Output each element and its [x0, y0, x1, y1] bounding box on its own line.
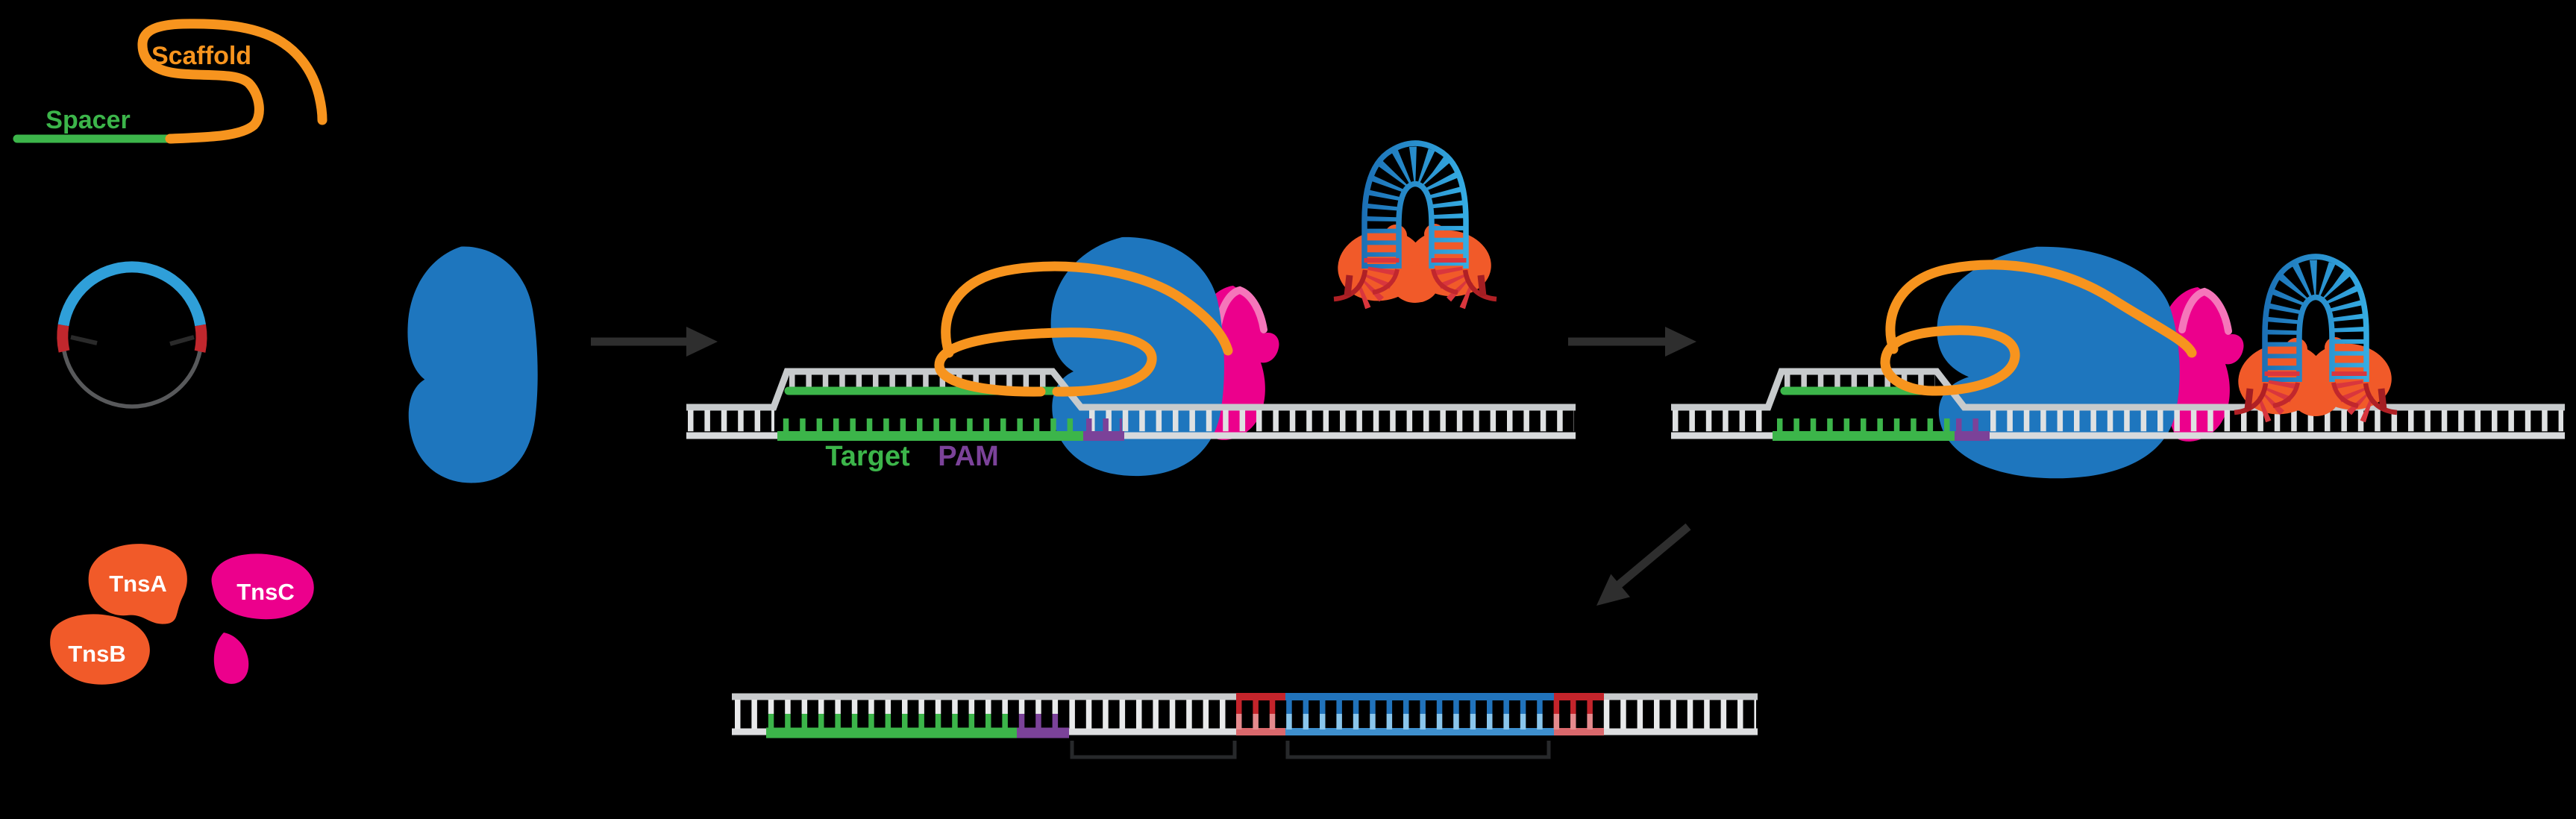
plasmid-left-leader-line	[70, 335, 98, 345]
pam-label: PAM	[938, 441, 999, 472]
cas-protein-free	[407, 246, 538, 483]
integration-product-dna	[732, 693, 1758, 759]
plasmid-right-end	[194, 324, 207, 353]
displaced-strand-bulge	[686, 368, 1576, 411]
plasmid-right-leader-line	[169, 335, 195, 346]
product-pam-segment	[1017, 700, 1069, 738]
tnsc-blob	[211, 553, 314, 620]
target-dna-right	[1671, 368, 2565, 441]
dna-rungs-middle	[688, 373, 1574, 432]
target-site-middle	[777, 418, 1083, 441]
product-cargo-segment	[1285, 693, 1554, 735]
target-bound-complex: Target PAM	[686, 236, 1576, 477]
cas-protein-right	[1937, 246, 2180, 479]
product-target-segment	[766, 700, 1017, 738]
integration-complex	[1671, 247, 2565, 479]
arrow-step-3	[1596, 523, 1691, 606]
donor-plasmid	[57, 261, 207, 409]
sgrna-scaffold-right	[1880, 260, 2197, 396]
dna-rungs-right	[1673, 373, 2563, 432]
product-left-end-segment	[1236, 693, 1285, 735]
displaced-strand-bulge-right	[1671, 368, 2565, 411]
product-right-end-segment	[1553, 693, 1604, 735]
tnsc-label: TnsC	[236, 579, 295, 605]
tns-proteins: TnsA TnsB TnsC	[50, 544, 314, 685]
tnsa-blob	[88, 544, 187, 624]
arrow-step-2	[1568, 327, 1696, 357]
scaffold-label: Scaffold	[151, 42, 251, 70]
plasmid-left-end	[57, 324, 70, 353]
target-site-right	[1773, 418, 1955, 441]
tnsc-small-blob	[213, 633, 249, 684]
tnsa-label: TnsA	[109, 571, 167, 597]
pam-site-middle	[1083, 418, 1124, 441]
tnsb-blob	[50, 614, 150, 685]
plasmid-cargo-arc	[57, 261, 207, 327]
transposase-donor-docked	[2233, 257, 2397, 421]
tnsb-label: TnsB	[68, 641, 126, 667]
transposase-donor-free	[1332, 143, 1497, 307]
arrow-step-1	[591, 327, 718, 357]
distance-bracket	[1070, 741, 1237, 759]
sgrna-diagram: Scaffold Spacer	[13, 19, 328, 144]
spacer-label: Spacer	[46, 106, 130, 134]
sgrna-scaffold-middle	[934, 261, 1233, 397]
pam-site-right	[1955, 418, 1990, 441]
target-dna-middle	[686, 368, 1576, 441]
sgrna-scaffold-strand	[137, 19, 328, 144]
cargo-bracket	[1285, 741, 1551, 759]
target-label: Target	[825, 441, 910, 472]
